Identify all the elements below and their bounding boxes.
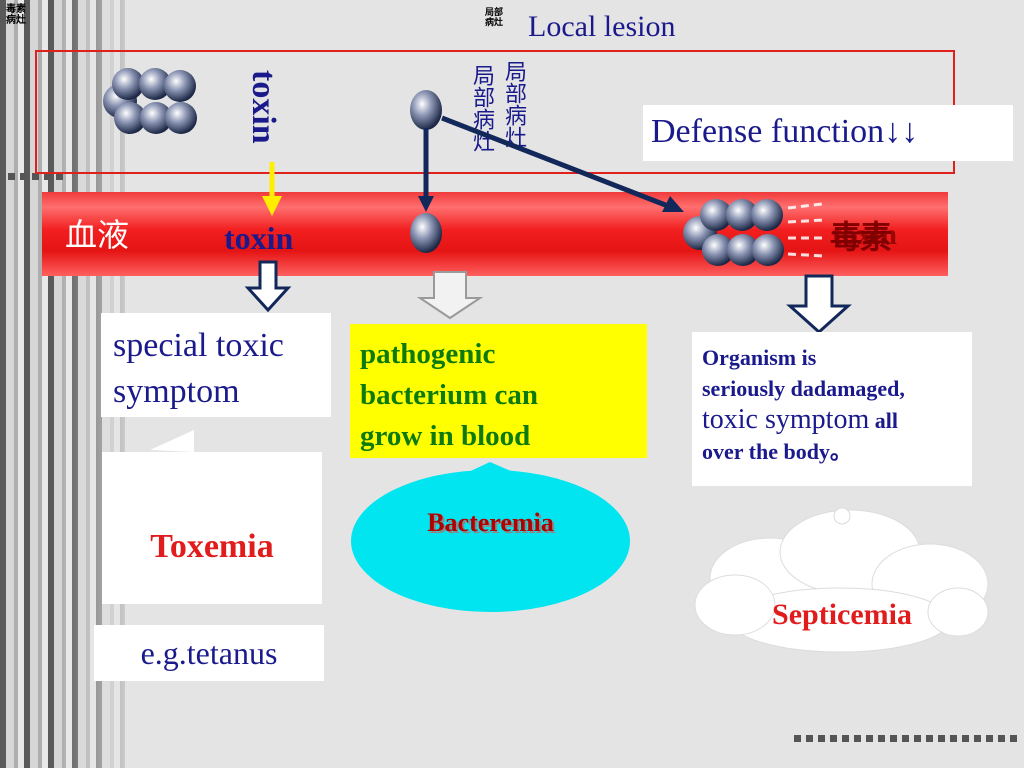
organism-line-1: Organism is (702, 345, 817, 370)
septicemia-cloud (694, 507, 989, 653)
pathogenic-box: pathogenic bacterium can grow in blood (350, 324, 647, 458)
bacteremia-oval (351, 470, 630, 612)
small-local-label: 局部病灶 (484, 8, 503, 28)
dotted-divider-left (8, 173, 63, 180)
special-line-1: special toxic (113, 327, 284, 364)
pathogenic-line-3: grow in blood (360, 420, 531, 452)
hollow-arrow-right (786, 274, 852, 335)
special-line-2: symptom (113, 373, 240, 410)
blood-label: 血液 (65, 216, 130, 254)
dotted-divider-bottom (794, 735, 1020, 742)
bacterium-local (410, 90, 442, 130)
example-box: e.g.tetanus (94, 625, 324, 681)
bacteria-cluster-right (683, 199, 784, 266)
hollow-arrow-left (244, 260, 292, 313)
top-left-label: 毒素病灶 (6, 4, 26, 26)
organism-line-3: toxic symptom all (702, 404, 972, 436)
toxemia-label: Toxemia (150, 528, 274, 565)
bacteremia-label: Bacteremia (427, 508, 554, 537)
bacterium-blood (410, 213, 442, 253)
pathogenic-line-2: bacterium can (360, 379, 538, 411)
toxin-right-en: toxin (832, 218, 898, 251)
local-lesion-title: Local lesion (528, 10, 676, 43)
toxemia-callout (150, 430, 194, 452)
pathogenic-line-1: pathogenic (360, 338, 496, 370)
toxin-right-cjk: 毒素 (830, 218, 892, 256)
toxin-release-arrow (262, 162, 282, 216)
organism-line-3-small: all (869, 408, 898, 433)
arrow-local-to-cluster (441, 115, 684, 212)
toxin-blood-label: toxin (224, 220, 294, 256)
organism-line-2: seriously dadamaged, (702, 376, 905, 401)
hollow-arrow-middle (416, 271, 484, 320)
blood-vessel-band (42, 192, 948, 276)
toxin-vertical-label: toxin (245, 70, 282, 144)
organism-line-4: over the body。 (702, 439, 852, 464)
local-lesion-cjk-col1: 局部病灶 (501, 60, 526, 148)
toxemia-box (102, 452, 322, 604)
septicemia-label: Septicemia (772, 598, 912, 631)
organism-box: Organism is seriously dadamaged, toxic s… (692, 332, 972, 486)
toxin-dashes (787, 202, 825, 258)
arrow-local-to-blood (418, 128, 434, 212)
organism-line-3-big: toxic symptom (702, 404, 870, 435)
special-toxic-symptom-box: special toxic symptom (101, 313, 331, 417)
defense-function-box: Defense function↓↓ (643, 105, 1013, 161)
bacteria-cluster-left (103, 68, 197, 134)
